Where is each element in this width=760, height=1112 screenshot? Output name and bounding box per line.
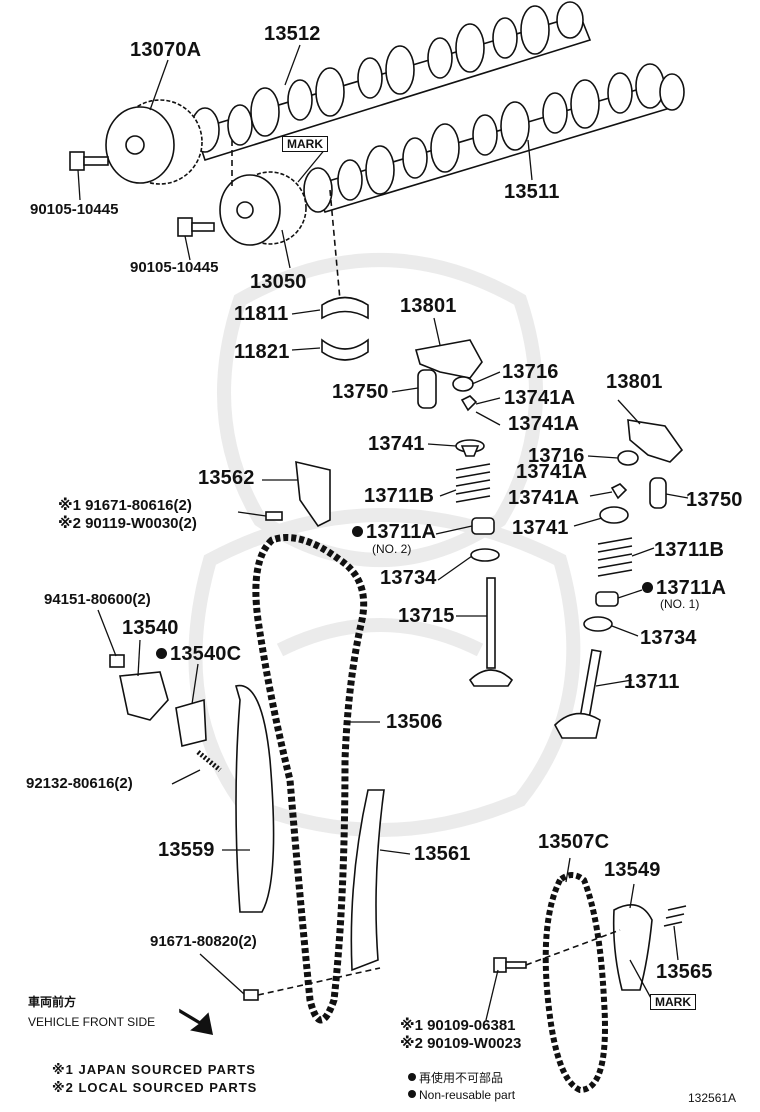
watermark-emblem (188, 253, 581, 837)
bearing-11811 (321, 296, 369, 320)
label-bolt-94151: 94151-80600(2) (44, 591, 151, 608)
label-13750-right: 13750 (686, 489, 743, 511)
front-side-jp: 車両前方 (28, 995, 77, 1009)
label-13070A: 13070A (130, 39, 202, 61)
label-13801-left: 13801 (400, 295, 457, 317)
chain-13507C (542, 872, 608, 1094)
front-arrow-icon (179, 1008, 214, 1036)
label-11821: 11821 (234, 341, 290, 363)
label-13801-right: 13801 (606, 371, 663, 393)
timing-chain-13506 (252, 534, 368, 1024)
label-13506: 13506 (386, 711, 443, 733)
label-13565: 13565 (656, 961, 713, 983)
note-local-sourced: ※2 LOCAL SOURCED PARTS (52, 1080, 258, 1095)
legend-non-reusable-jp: 再使用不可部品 (408, 1072, 503, 1085)
camshaft-13512 (190, 1, 592, 161)
label-13711A-no1-text: 13711A (656, 577, 727, 599)
label-13711A-no2: 13711A (352, 522, 436, 542)
label-13741-left: 13741 (368, 433, 425, 455)
label-bolt-90119: ※2 90119-W0030(2) (58, 515, 197, 532)
label-13741A-3: 13741A (516, 461, 588, 483)
label-13716-left: 13716 (502, 361, 559, 383)
mark-callout-2: MARK (650, 994, 696, 1010)
label-13750-left: 13750 (332, 381, 389, 403)
label-bolt-90105-b: 90105-10445 (130, 259, 219, 276)
valve-spring-13711B-right (597, 537, 633, 577)
label-bolt-91671-80616: ※1 91671-80616(2) (58, 497, 192, 514)
bolt-icon (69, 151, 215, 237)
valve-13715 (468, 577, 514, 687)
chain-slipper-13559 (234, 684, 275, 913)
figure-code: 132561A (688, 1091, 737, 1105)
label-stud-92132: 92132-80616(2) (26, 775, 133, 792)
label-13540C-text: 13540C (170, 643, 242, 665)
label-13734-right: 13734 (640, 627, 697, 649)
label-13711A-no2-text: 13711A (366, 521, 437, 543)
label-13711: 13711 (624, 671, 680, 693)
label-13540: 13540 (122, 617, 179, 639)
label-bolt-90109-a: ※1 90109-06381 (400, 1017, 516, 1034)
label-13711A-no1-sub: (NO. 1) (660, 597, 700, 611)
legend-non-reusable-en: Non-reusable part (408, 1089, 515, 1102)
label-13715: 13715 (398, 605, 455, 627)
mark-callout-1: MARK (282, 136, 328, 152)
label-13540C: 13540C (156, 644, 241, 664)
label-13561: 13561 (414, 843, 471, 865)
valve-13711 (554, 648, 602, 739)
tensioner-arm-13549 (612, 904, 653, 991)
label-bolt-91671-80820: 91671-80820(2) (150, 933, 257, 950)
note-japan-sourced: ※1 JAPAN SOURCED PARTS (52, 1062, 256, 1077)
camshaft-13511 (303, 63, 685, 213)
legend-en-text: Non-reusable part (419, 1088, 516, 1102)
label-13711B-right: 13711B (654, 539, 725, 561)
bracket-13562 (295, 460, 331, 528)
label-13741A-2: 13741A (508, 413, 580, 435)
label-13559: 13559 (158, 839, 215, 861)
label-13716-right: 13716 (528, 445, 585, 467)
gasket-13540C (175, 698, 207, 747)
label-11811: 11811 (234, 303, 289, 325)
legend-jp-text: 再使用不可部品 (419, 1071, 504, 1085)
rocker-arm-13801-right (627, 419, 684, 463)
label-13511: 13511 (504, 181, 560, 203)
label-13549: 13549 (604, 859, 661, 881)
chain-damper-13561 (350, 789, 385, 972)
label-13741A-1: 13741A (504, 387, 576, 409)
label-13711A-no1: 13711A (642, 578, 726, 598)
chain-tensioner-13540 (119, 671, 169, 721)
label-13562: 13562 (198, 467, 255, 489)
cam-timing-gear-13050 (219, 171, 307, 246)
label-13741A-4: 13741A (508, 487, 580, 509)
valve-spring-13711B-left (455, 463, 491, 503)
front-side-en: VEHICLE FRONT SIDE (28, 1015, 156, 1029)
label-13734-left: 13734 (380, 567, 437, 589)
label-13711A-no2-sub: (NO. 2) (372, 542, 412, 556)
label-13741-right: 13741 (512, 517, 569, 539)
label-bolt-90109-b: ※2 90109-W0023 (400, 1035, 522, 1052)
cam-timing-gear-13070A (105, 99, 203, 185)
rocker-arm-13801-left (414, 339, 483, 379)
label-13507C: 13507C (538, 831, 610, 853)
bearing-11821 (321, 338, 369, 361)
label-13711B-left: 13711B (364, 485, 435, 507)
label-bolt-90105-a: 90105-10445 (30, 201, 119, 218)
label-13050: 13050 (250, 271, 307, 293)
label-13512: 13512 (264, 23, 321, 45)
spring-13565 (663, 905, 687, 927)
